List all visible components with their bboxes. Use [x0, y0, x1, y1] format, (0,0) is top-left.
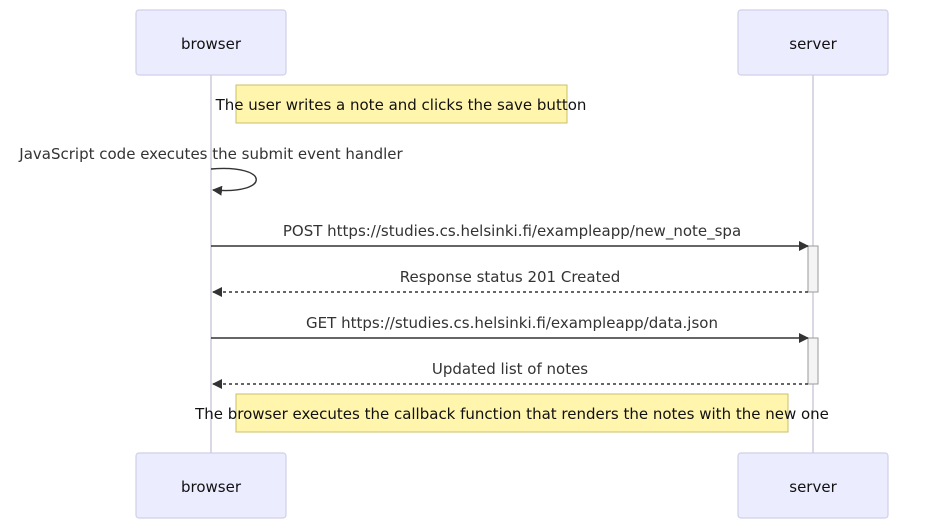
message-response-201-label: Response status 201 Created [400, 268, 620, 286]
note-user-writes-text: The user writes a note and clicks the sa… [215, 96, 587, 114]
message-response-201: Response status 201 Created [212, 268, 808, 297]
message-self-submit-handler: JavaScript code executes the submit even… [18, 145, 404, 196]
activation-server-post [807, 245, 819, 293]
message-self-submit-handler-label: JavaScript code executes the submit even… [18, 145, 403, 163]
actor-server-bottom-label: server [789, 478, 837, 496]
message-updated-notes: Updated list of notes [212, 360, 808, 389]
actor-browser-top: browser [135, 9, 287, 76]
message-post-new-note: POST https://studies.cs.helsinki.fi/exam… [211, 222, 809, 251]
actor-browser-bottom: browser [135, 452, 287, 519]
actor-browser-bottom-label: browser [181, 478, 242, 496]
actor-server-top-label: server [789, 35, 837, 53]
actor-server-top: server [737, 9, 889, 76]
message-get-data-json: GET https://studies.cs.helsinki.fi/examp… [211, 314, 809, 343]
message-post-new-note-label: POST https://studies.cs.helsinki.fi/exam… [283, 222, 741, 241]
message-get-data-json-label: GET https://studies.cs.helsinki.fi/examp… [306, 314, 718, 332]
note-user-writes: The user writes a note and clicks the sa… [215, 84, 587, 124]
actor-browser-top-label: browser [181, 35, 242, 53]
activation-server-get [807, 337, 819, 385]
note-browser-renders: The browser executes the callback functi… [194, 393, 829, 433]
message-updated-notes-label: Updated list of notes [432, 360, 588, 378]
actor-server-bottom: server [737, 452, 889, 519]
note-browser-renders-text: The browser executes the callback functi… [194, 405, 829, 423]
